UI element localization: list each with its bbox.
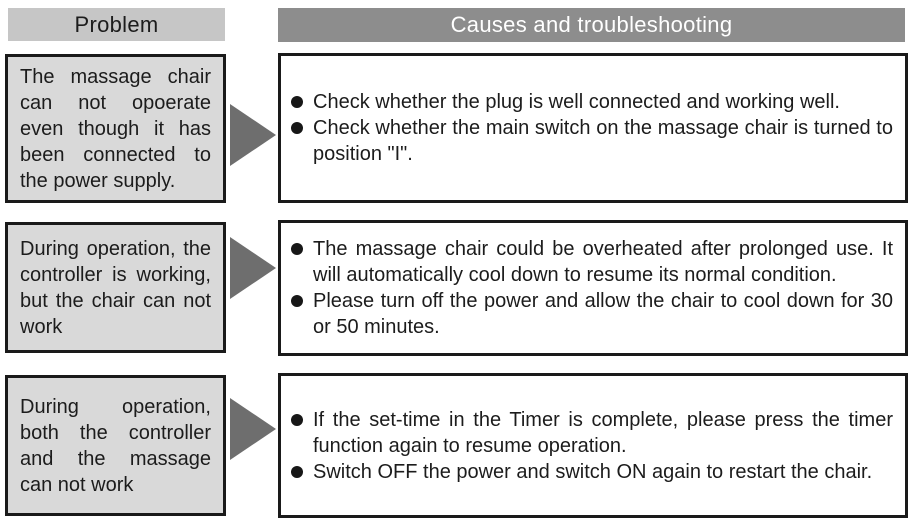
right-arrow-icon: [230, 104, 276, 166]
cause-item: The massage chair could be overheated af…: [290, 236, 893, 288]
cause-text: Check whether the main switch on the mas…: [313, 117, 893, 165]
bullet-icon: [291, 413, 303, 426]
problem-box-row2: During operation, the controller is work…: [5, 222, 226, 353]
cause-text: Switch OFF the power and switch ON again…: [313, 460, 873, 483]
cause-text: Please turn off the power and allow the …: [313, 290, 893, 338]
right-arrow-icon: [230, 237, 276, 299]
bullet-icon: [291, 465, 303, 478]
right-arrow-icon: [230, 398, 276, 460]
bullet-icon: [291, 295, 303, 307]
cause-item: Switch OFF the power and switch ON again…: [290, 459, 893, 485]
cause-item: If the set-time in the Timer is complete…: [290, 407, 893, 459]
problem-column-header: Problem: [8, 8, 225, 41]
bullet-icon: [291, 243, 303, 255]
problem-text: During operation, both the controller an…: [20, 395, 211, 496]
problem-text: The massage chair can not opoerate even …: [20, 65, 211, 192]
problem-text: During operation, the controller is work…: [20, 237, 211, 338]
bullet-icon: [291, 96, 303, 108]
cause-item: Check whether the plug is well connected…: [290, 89, 893, 115]
cause-text: The massage chair could be overheated af…: [313, 238, 893, 286]
causes-box-row3: If the set-time in the Timer is complete…: [278, 373, 908, 518]
cause-text: If the set-time in the Timer is complete…: [313, 408, 893, 457]
bullet-icon: [291, 122, 303, 134]
problem-box-row1: The massage chair can not opoerate even …: [5, 54, 226, 203]
cause-item: Please turn off the power and allow the …: [290, 288, 893, 340]
causes-box-row2: The massage chair could be overheated af…: [278, 220, 908, 356]
causes-column-header: Causes and troubleshooting: [278, 8, 905, 42]
cause-item: Check whether the main switch on the mas…: [290, 115, 893, 167]
problem-box-row3: During operation, both the controller an…: [5, 375, 226, 516]
causes-box-row1: Check whether the plug is well connected…: [278, 53, 908, 203]
cause-text: Check whether the plug is well connected…: [313, 91, 840, 113]
